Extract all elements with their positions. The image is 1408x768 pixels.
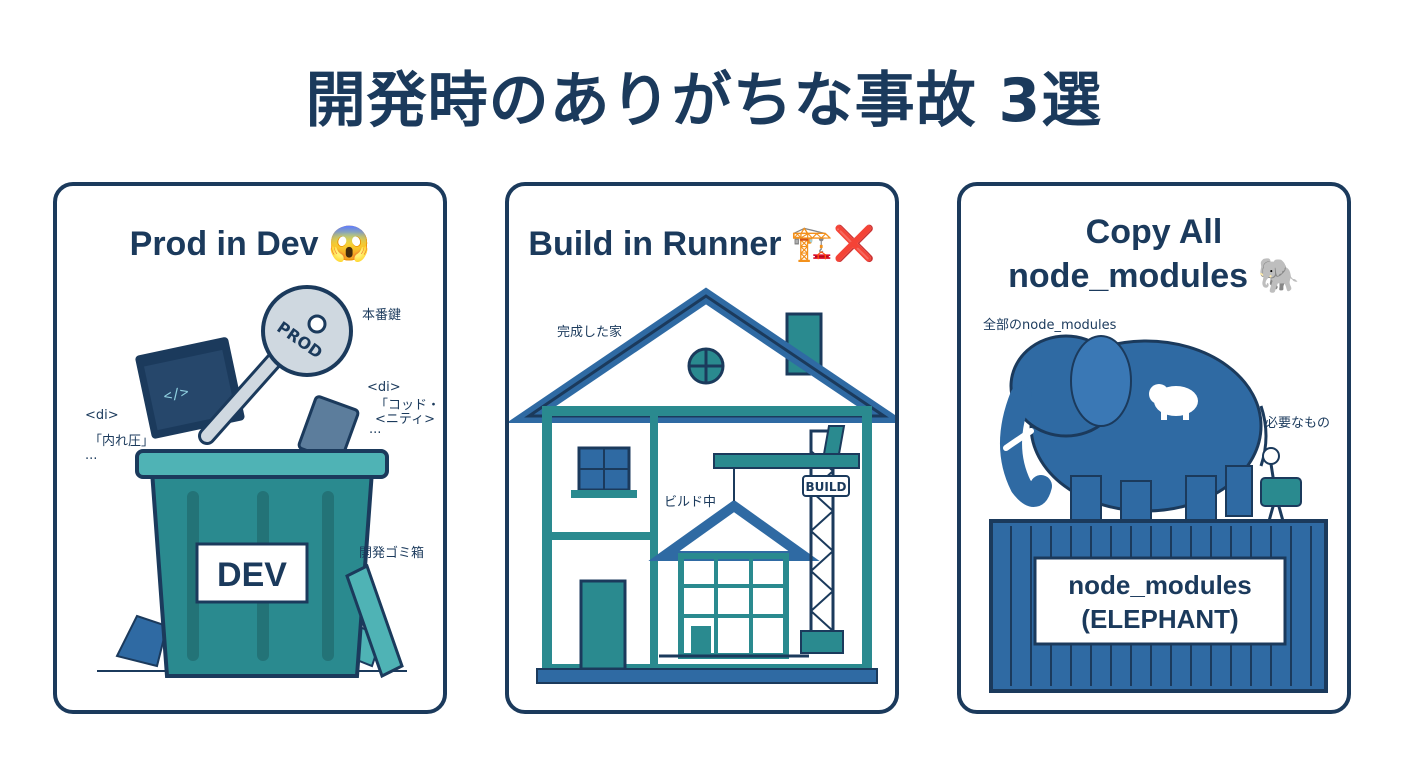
card-heading-build-in-runner: Build in Runner 🏗️❌ bbox=[528, 225, 876, 263]
card-prod-in-dev: Prod in Dev 😱 </> PROD D bbox=[53, 182, 447, 714]
svg-text:(ELEPHANT): (ELEPHANT) bbox=[1081, 604, 1238, 634]
page-title: 開発時のありがちな事故 3選 bbox=[305, 66, 1103, 136]
prod-key-icon: PROD bbox=[198, 285, 353, 445]
right-code-line-2: 「コッド・ bbox=[375, 398, 441, 413]
building-label: ビルド中 bbox=[664, 495, 717, 510]
copy-all-illustration: node_modules (ELEPHANT) bbox=[989, 334, 1328, 693]
left-code-line-2: 「内れ圧」 bbox=[89, 434, 155, 449]
card-heading-line-1: Copy All bbox=[1085, 213, 1223, 251]
bin-label: 開発ゴミ箱 bbox=[359, 546, 425, 561]
finished-house-icon bbox=[509, 287, 895, 684]
finished-house-label: 完成した家 bbox=[557, 325, 623, 340]
php-elephant-logo-icon bbox=[1149, 384, 1198, 420]
elephant-icon bbox=[1000, 334, 1268, 522]
svg-text:BUILD: BUILD bbox=[806, 480, 847, 494]
key-label: 本番鍵 bbox=[362, 308, 402, 323]
card-build-in-runner: Build in Runner 🏗️❌ bbox=[505, 182, 899, 714]
left-code-line-1: <di> bbox=[85, 408, 119, 423]
card-copy-all-node-modules: Copy All node_modules 🐘 bbox=[957, 182, 1351, 714]
person-with-luggage-icon bbox=[1260, 447, 1302, 522]
left-code-line-3: ... bbox=[85, 448, 98, 463]
container-icon: node_modules (ELEPHANT) bbox=[989, 519, 1328, 693]
needed-things-label: 必要なもの bbox=[1265, 416, 1331, 431]
all-node-modules-label: 全部のnode_modules bbox=[983, 318, 1117, 333]
prod-in-dev-illustration: </> PROD DEV bbox=[97, 285, 407, 679]
svg-text:DEV: DEV bbox=[217, 556, 287, 594]
dev-trash-bin-icon: DEV bbox=[135, 449, 404, 679]
card-heading-line-2: node_modules 🐘 bbox=[1008, 257, 1300, 295]
small-house-building-icon bbox=[648, 499, 820, 659]
crane-icon: BUILD bbox=[713, 425, 860, 654]
right-code-line-4: ... bbox=[369, 422, 382, 437]
card-heading-prod-in-dev: Prod in Dev 😱 bbox=[129, 225, 371, 263]
svg-text:node_modules: node_modules bbox=[1068, 570, 1251, 600]
right-code-line-1: <di> bbox=[367, 380, 401, 395]
build-in-runner-illustration: BUILD bbox=[509, 287, 895, 684]
svg-text:</>: </> bbox=[162, 384, 190, 405]
monitor-icon: </> bbox=[135, 337, 245, 439]
right-code-line-3: <ニティ> bbox=[375, 412, 436, 427]
